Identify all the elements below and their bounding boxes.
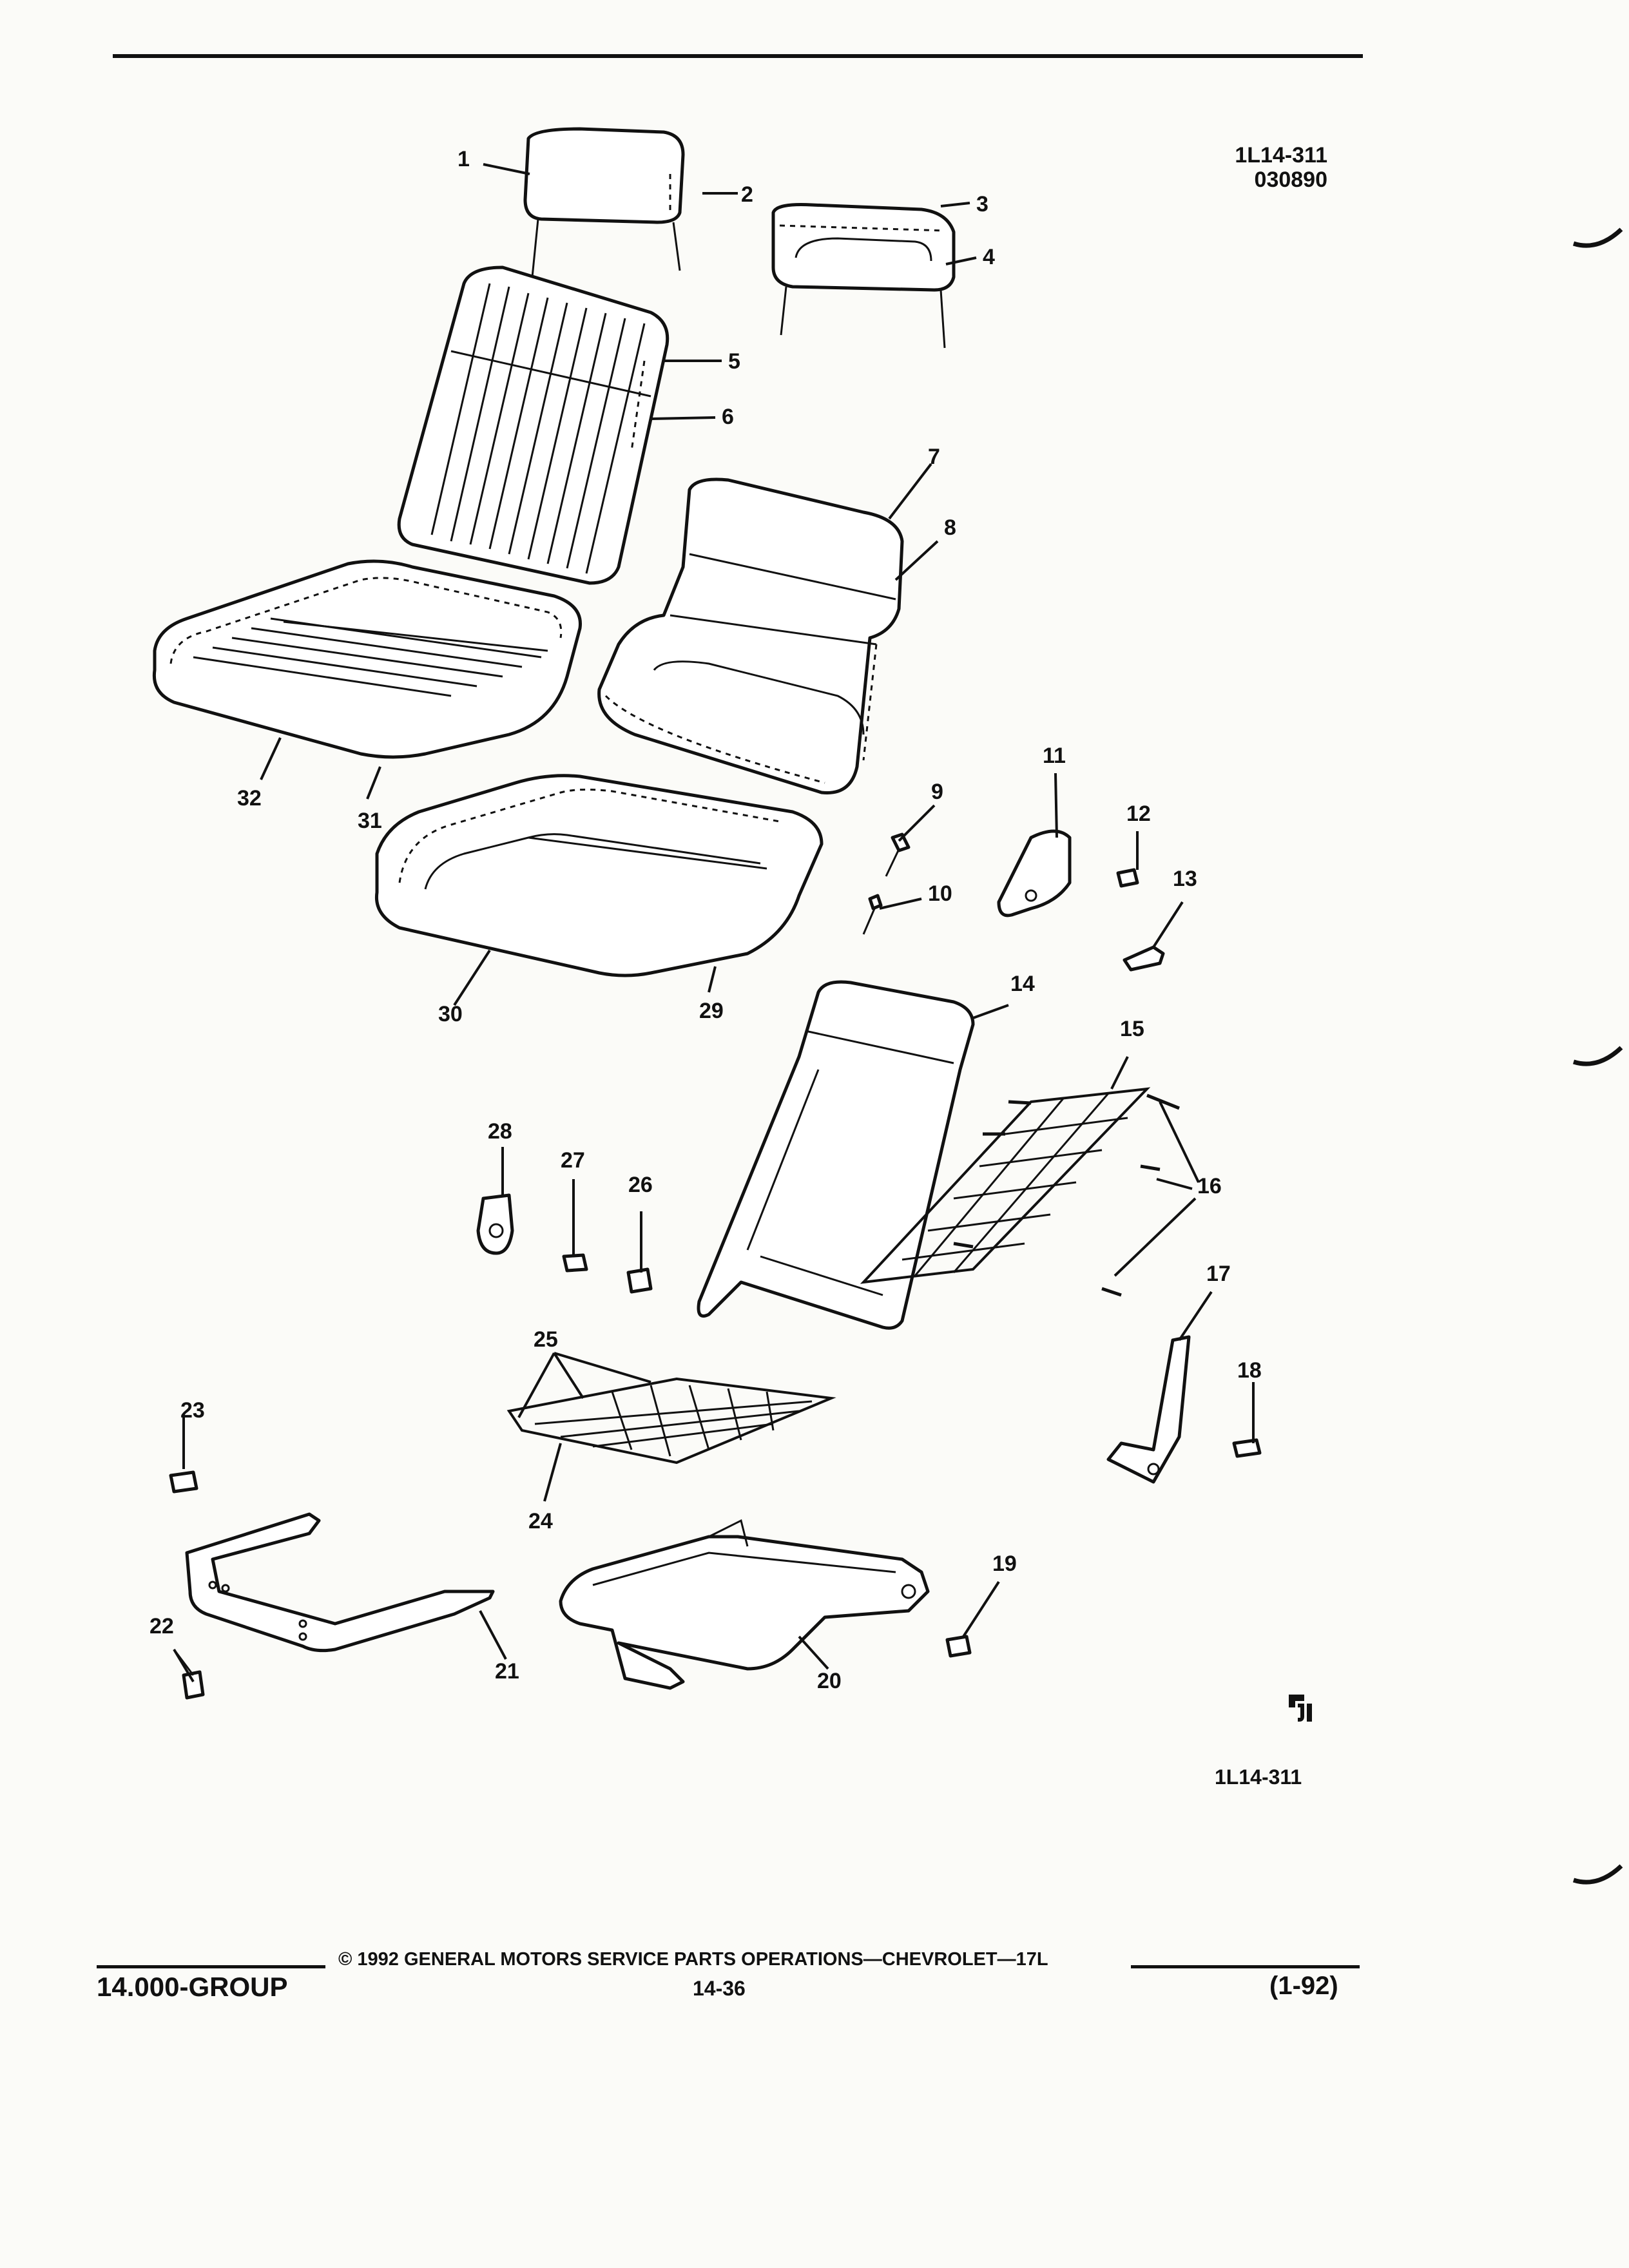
callout-5: 5 (728, 349, 740, 374)
callout-26: 26 (628, 1173, 653, 1197)
illustration-code: 1L14-311 (1235, 143, 1327, 168)
part-small-fasteners (476, 1193, 653, 1294)
footer-group: 14.000-GROUP (97, 1972, 288, 2002)
binder-mark-3 (1572, 1864, 1623, 1885)
binder-mark-1 (1572, 227, 1623, 248)
callout-1: 1 (458, 147, 470, 171)
callout-9: 9 (931, 780, 943, 804)
top-rule (113, 54, 1363, 58)
footer-revision: (1-92) (1269, 1972, 1338, 2000)
callout-labels: 1 2 3 4 5 6 7 8 9 10 11 12 13 14 15 16 1… (149, 147, 1262, 1693)
figure-id: 1L14-311 (1215, 1765, 1302, 1789)
part-seatback-cover-pleated (397, 265, 670, 585)
callout-19: 19 (992, 1552, 1017, 1576)
leader-lines (173, 163, 1255, 1683)
footer-copyright: © 1992 GENERAL MOTORS SERVICE PARTS OPER… (338, 1949, 1048, 1970)
callout-10: 10 (928, 881, 952, 906)
callout-22: 22 (149, 1614, 174, 1639)
binder-mark-2 (1572, 1046, 1623, 1066)
part-bolt-18 (1232, 1438, 1262, 1458)
part-spring-mat-back (860, 1087, 1180, 1297)
gm-logo-icon (1289, 1695, 1312, 1722)
part-seat-cushion-cover-plain (374, 774, 824, 977)
callout-29: 29 (699, 999, 724, 1023)
callout-17: 17 (1206, 1262, 1231, 1286)
callout-20: 20 (817, 1669, 842, 1693)
callout-4: 4 (983, 245, 995, 269)
callout-15: 15 (1120, 1017, 1144, 1041)
callout-30: 30 (438, 1002, 463, 1026)
callout-3: 3 (976, 192, 988, 216)
part-seat-support-rail (185, 1512, 495, 1653)
callout-16: 16 (1197, 1174, 1222, 1198)
callout-8: 8 (944, 515, 956, 540)
callout-18: 18 (1237, 1358, 1262, 1383)
footer-rule-left (97, 1965, 325, 1968)
part-headrest-left (523, 127, 685, 284)
callout-7: 7 (928, 445, 940, 469)
part-seat-adjuster-frame (559, 1519, 930, 1690)
callout-32: 32 (237, 786, 262, 811)
part-seatback-cover-bolstered (597, 477, 904, 794)
callout-31: 31 (358, 809, 382, 833)
footer-rule-right (1131, 1965, 1360, 1968)
part-nut-19 (945, 1635, 972, 1658)
part-bolts-9-10 (862, 832, 911, 935)
callout-6: 6 (722, 405, 734, 429)
part-seat-cushion-cover-pleated (152, 559, 582, 759)
part-spring-mat-seat (506, 1377, 836, 1465)
part-headrest-right (771, 203, 956, 349)
callout-25: 25 (534, 1327, 558, 1352)
callout-24: 24 (528, 1509, 553, 1533)
footer-page-number: 14-36 (693, 1977, 746, 2000)
callout-11: 11 (1043, 744, 1066, 768)
callout-28: 28 (488, 1119, 512, 1144)
part-recliner-bracket (1106, 1335, 1191, 1484)
callout-27: 27 (561, 1148, 585, 1173)
callout-13: 13 (1173, 867, 1197, 891)
part-screw-knob (1116, 868, 1165, 972)
date-code: 030890 (1254, 168, 1327, 192)
callout-23: 23 (180, 1398, 205, 1423)
part-trim-panel (997, 829, 1072, 918)
callout-12: 12 (1126, 802, 1151, 826)
part-seatback-frame (697, 980, 975, 1330)
callout-14: 14 (1010, 972, 1035, 996)
callout-2: 2 (741, 182, 753, 207)
callout-21: 21 (495, 1659, 519, 1684)
